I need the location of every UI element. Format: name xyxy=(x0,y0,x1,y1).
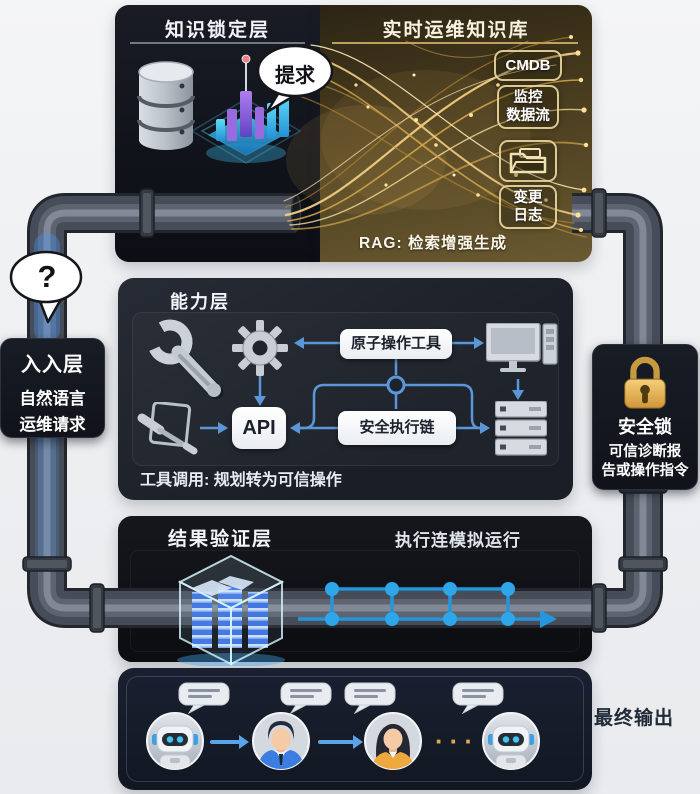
final-output-label: 最终输出 xyxy=(594,708,675,729)
secure-chain-badge: 安全执行链 xyxy=(338,411,456,445)
monitor-line1: 监控 xyxy=(513,90,543,106)
lock-icon xyxy=(624,356,666,409)
capability-panel: 能力层 xyxy=(118,278,573,500)
ellipsis-dots: ··· xyxy=(435,726,479,756)
screwdriver-icon xyxy=(137,402,198,455)
validation-subtitle: 执行连模拟运行 xyxy=(395,531,521,550)
security-title: 安全锁 xyxy=(618,417,672,437)
output-inner-frame xyxy=(126,676,584,782)
monitor-icon xyxy=(486,323,558,372)
database-icon xyxy=(137,61,195,150)
cmdb-label: CMDB xyxy=(505,57,551,74)
knowledge-layer-title: 知识锁定层 xyxy=(164,20,270,41)
request-bubble: 提求 xyxy=(255,44,335,118)
request-bubble-text: 提求 xyxy=(275,65,315,87)
security-lock-badge: 安全锁 可信诊断报 告或操作指令 xyxy=(592,344,698,490)
changelog-badge: 变更 日志 xyxy=(499,185,557,229)
input-layer-title: 入入层 xyxy=(21,354,84,376)
question-mark: ? xyxy=(37,259,57,294)
question-bubble: ? xyxy=(8,250,86,326)
execution-timeline xyxy=(298,582,557,628)
title-underline-gold xyxy=(332,42,578,44)
changelog-line2: 日志 xyxy=(513,208,543,224)
robot-avatar xyxy=(146,712,204,770)
folder-icon xyxy=(509,148,547,174)
hologram-chart-icon xyxy=(190,54,302,164)
man-avatar xyxy=(252,712,310,770)
title-underline xyxy=(130,42,305,44)
robot-avatar xyxy=(482,712,540,770)
woman-avatar xyxy=(364,712,422,770)
gear-icon xyxy=(232,320,288,376)
input-layer-badge: 入入层 自然语言 运维请求 xyxy=(0,338,105,438)
wrench-icon xyxy=(147,319,224,400)
input-layer-line2: 运维请求 xyxy=(19,416,86,434)
chat-bubble-icon xyxy=(280,682,332,714)
monitor-line2: 数据流 xyxy=(506,108,550,124)
chat-bubble-icon xyxy=(178,682,230,714)
cmdb-badge: CMDB xyxy=(494,50,562,81)
server-icon xyxy=(495,401,547,456)
changelog-line1: 变更 xyxy=(513,190,543,206)
flow-arrow xyxy=(210,735,249,749)
capability-footer: 工具调用: 规划转为可信操作 xyxy=(140,472,342,489)
monitor-stream-badge: 监控 数据流 xyxy=(497,85,559,129)
output-panel: ··· xyxy=(118,668,592,790)
api-label: API xyxy=(242,417,276,439)
atomic-tools-badge: 原子操作工具 xyxy=(340,329,452,359)
api-badge: API xyxy=(232,407,286,449)
chat-bubble-icon xyxy=(452,682,504,714)
atomic-tools-label: 原子操作工具 xyxy=(350,335,441,352)
flow-arrow xyxy=(318,735,363,749)
input-layer-line1: 自然语言 xyxy=(19,390,86,408)
rag-footer: RAG: 检索增强生成 xyxy=(359,235,507,252)
security-line1: 可信诊断报 xyxy=(608,444,682,460)
knowledge-base-title: 实时运维知识库 xyxy=(382,20,530,41)
secure-chain-label: 安全执行链 xyxy=(359,419,435,436)
security-line2: 告或操作指令 xyxy=(601,463,689,479)
folder-badge xyxy=(499,140,557,182)
chat-bubble-icon xyxy=(344,682,396,714)
